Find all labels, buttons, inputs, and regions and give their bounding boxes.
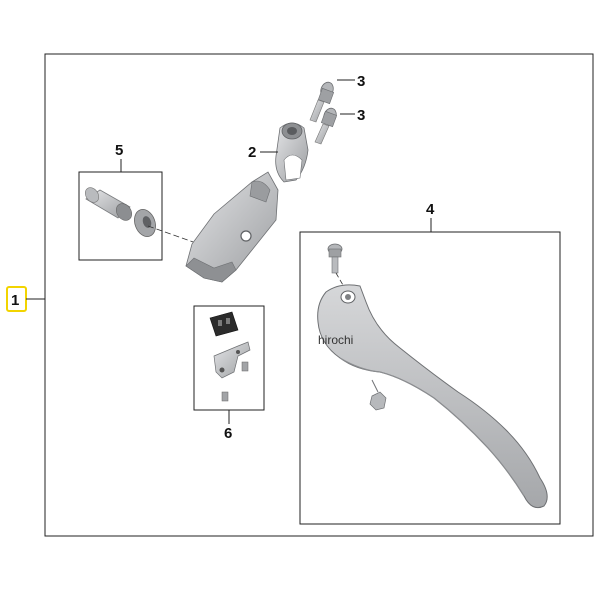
- clutch-lever: [317, 284, 548, 509]
- lever-housing: [185, 171, 279, 283]
- screw-lower: [314, 107, 338, 145]
- callout-3-lower-label: 3: [357, 107, 365, 124]
- callout-4-label: 4: [426, 201, 435, 218]
- switch-module: [209, 311, 239, 337]
- screw-upper: [309, 81, 335, 123]
- watermark-text: hirochi: [318, 333, 353, 347]
- adjuster-pin: [84, 187, 133, 221]
- callout-3-upper-label: 3: [357, 73, 365, 90]
- callout-2-label: 2: [248, 144, 256, 161]
- switch-screw-small: [221, 361, 249, 402]
- kit-4-box: [299, 231, 561, 525]
- callout-6[interactable]: 6: [224, 410, 232, 442]
- callout-3-lower[interactable]: 3: [340, 107, 365, 124]
- callout-3-upper[interactable]: 3: [337, 73, 365, 90]
- lever-pivot-bolt: [327, 243, 343, 274]
- callout-1[interactable]: 1: [6, 286, 45, 312]
- lever-adjuster-nut: [369, 379, 387, 411]
- callout-6-label: 6: [224, 425, 232, 442]
- assembly-frame: [44, 53, 594, 537]
- adjuster-washer: [134, 209, 156, 237]
- clamp-bracket: [275, 122, 309, 183]
- switch-bracket-plate: [213, 341, 251, 379]
- callout-2[interactable]: 2: [248, 144, 278, 161]
- callout-4[interactable]: 4: [426, 201, 435, 232]
- callout-5-label: 5: [115, 142, 123, 159]
- callout-5[interactable]: 5: [115, 142, 123, 172]
- callout-1-label: 1: [11, 292, 19, 309]
